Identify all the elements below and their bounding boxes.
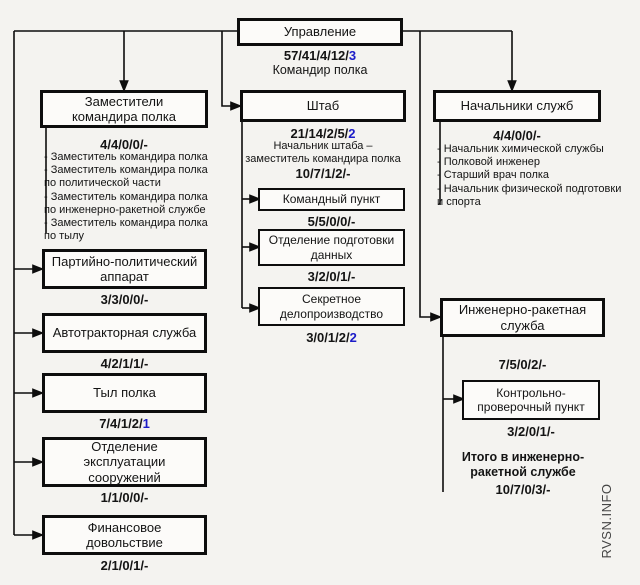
service-chiefs-strength: 4/4/0/0/- — [493, 128, 541, 143]
watermark-rvsn-info: RVSN.INFO — [599, 483, 614, 559]
node-control-check-point: Контрольно- проверочный пункт — [462, 380, 600, 420]
list-item: - Заместитель командира полка — [44, 151, 208, 163]
node-autotractor: Автотракторная служба — [42, 313, 207, 353]
node-missile-service: Инженерно-ракетная служба — [440, 298, 605, 337]
list-item: - Заместитель командира полка по политич… — [44, 164, 208, 190]
node-deputies: Заместители командира полка — [40, 90, 208, 128]
facilities-strength: 1/1/0/0/- — [100, 490, 149, 505]
node-service-chiefs: Начальники служб — [433, 90, 601, 122]
data-prep-strength: 3/2/0/1/- — [307, 269, 356, 284]
staff-chief-strength: 10/7/1/2/- — [295, 166, 351, 181]
staff-role: Начальник штаба – заместитель командира … — [245, 140, 401, 166]
list-item: - Старший врач полка — [437, 169, 550, 182]
autotractor-strength: 4/2/1/1/- — [100, 356, 149, 371]
node-facilities: Отделение эксплуатации сооружений — [42, 437, 207, 487]
node-staff: Штаб — [240, 90, 406, 122]
node-secret-records: Секретное делопроизводство — [258, 287, 405, 326]
service-chiefs-list: - Начальник химической службы - Полковой… — [437, 143, 627, 209]
list-item: - Начальник химической службы — [437, 143, 604, 155]
upravlenie-strength: 57/41/4/12/3 — [283, 48, 357, 63]
secret-records-strength: 3/0/1/2/2 — [306, 330, 357, 345]
missile-service-total-label: Итого в инженерно- ракетной службе — [461, 450, 585, 480]
list-item: - Полковой инженер — [437, 156, 541, 169]
command-post-strength: 5/5/0/0/- — [307, 214, 356, 229]
node-data-prep: Отделение подготовки данных — [258, 229, 405, 266]
node-finance: Финансовое довольствие — [42, 515, 207, 555]
party-political-strength: 3/3/0/0/- — [100, 292, 149, 307]
rear-strength: 7/4/1/2/1 — [99, 416, 150, 431]
node-deputies-title: Заместители командира полка — [71, 93, 177, 124]
node-party-political: Партийно-политический аппарат — [42, 249, 207, 289]
upravlenie-role: Командир полка — [272, 63, 368, 77]
staff-strength: 21/14/2/5/2 — [290, 126, 356, 141]
node-staff-title: Штаб — [306, 98, 340, 114]
node-rear: Тыл полка — [42, 373, 207, 413]
deputies-list: - Заместитель командира полка - Заместит… — [44, 151, 220, 243]
control-check-point-strength: 3/2/0/1/- — [507, 424, 555, 439]
deputies-strength: 4/4/0/0/- — [100, 137, 148, 152]
list-item: - Начальник физической подготовки и спор… — [437, 182, 622, 208]
missile-service-strength: 7/5/0/2/- — [498, 357, 547, 372]
list-item: - Заместитель командира полка по инженер… — [44, 190, 208, 216]
node-command-post: Командный пункт — [258, 188, 405, 211]
list-item: - Заместитель командира полка по тылу — [44, 216, 208, 243]
finance-strength: 2/1/0/1/- — [100, 558, 149, 573]
missile-service-total-strength: 10/7/0/3/- — [495, 482, 551, 497]
node-upravlenie: Управление — [237, 18, 403, 46]
node-upravlenie-title: Управление — [283, 24, 357, 40]
